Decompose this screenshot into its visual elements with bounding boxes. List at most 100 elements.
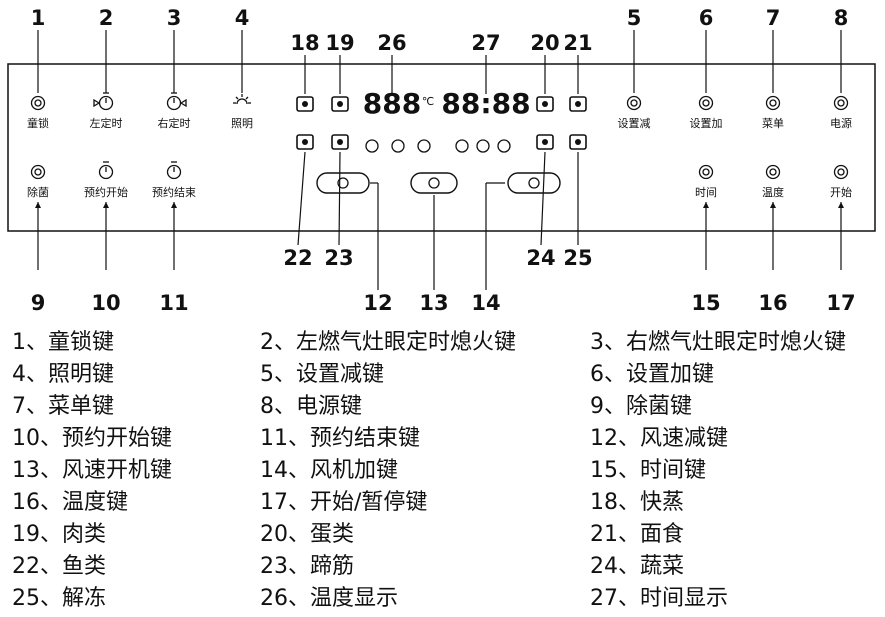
callout-number: 27 xyxy=(471,31,500,55)
arrow-head xyxy=(770,202,776,208)
flame-status-icon xyxy=(476,139,490,153)
callout-number: 24 xyxy=(526,246,555,270)
legend-item: 16、温度键 xyxy=(12,490,128,515)
arrow-head xyxy=(703,202,709,208)
callout-number: 17 xyxy=(826,291,855,315)
callout-number: 15 xyxy=(691,291,720,315)
callout-number: 13 xyxy=(419,291,448,315)
callout-number: 4 xyxy=(235,6,250,30)
legend-item: 3、右燃气灶眼定时熄火键 xyxy=(590,330,846,355)
clock-icon xyxy=(698,164,714,180)
key-label: 照明 xyxy=(231,117,253,130)
legend-item: 14、风机加键 xyxy=(260,458,398,483)
fan-start-key-fan-icon xyxy=(428,177,440,189)
callout-number: 9 xyxy=(31,291,46,315)
fan-speed-down-key-fan-icon xyxy=(337,177,349,189)
egg-mode-icon-dot xyxy=(542,101,548,107)
legend-item: 7、菜单键 xyxy=(12,394,114,419)
fan-speed-up-key-fan-icon xyxy=(528,177,540,189)
legend-item: 23、蹄筋 xyxy=(260,554,354,579)
noodle-mode-icon xyxy=(569,96,587,112)
tendon-mode-icon-dot xyxy=(337,139,343,145)
meat-mode-icon-dot xyxy=(337,101,343,107)
arrow-head xyxy=(35,202,41,208)
callout-number: 18 xyxy=(290,31,319,55)
lock-status-icon xyxy=(365,139,379,153)
legend-item: 8、电源键 xyxy=(260,394,362,419)
thermometer-icon xyxy=(765,164,781,180)
callout-number: 22 xyxy=(283,246,312,270)
legend-item: 26、温度显示 xyxy=(260,586,398,611)
legend-item: 25、解冻 xyxy=(12,586,106,611)
right-burner-status-icon xyxy=(497,139,511,153)
light-icon xyxy=(233,94,251,105)
panel-outline xyxy=(7,63,876,232)
key-label: 除菌 xyxy=(27,185,49,199)
key-label: 预约结束 xyxy=(152,186,196,199)
legend-item: 18、快蒸 xyxy=(590,490,684,515)
right-clock-status-icon xyxy=(417,139,431,153)
callout-number: 19 xyxy=(325,31,354,55)
plus-icon xyxy=(698,95,714,111)
meat-mode-icon xyxy=(331,96,349,112)
legend-item: 2、左燃气灶眼定时熄火键 xyxy=(260,330,516,355)
legend-item: 21、面食 xyxy=(590,522,684,547)
callout-number: 21 xyxy=(563,31,592,55)
callout-number: 10 xyxy=(91,291,120,315)
power-icon xyxy=(833,95,849,111)
callout-number: 1 xyxy=(31,6,46,30)
legend-item: 24、蔬菜 xyxy=(590,554,684,579)
callout-leader xyxy=(297,151,306,246)
key-label: 左定时 xyxy=(90,116,123,130)
minus-icon xyxy=(626,95,642,111)
legend-item: 5、设置减键 xyxy=(260,362,384,387)
callout-number: 14 xyxy=(471,291,500,315)
fan-start-key xyxy=(410,172,458,194)
legend-item: 27、时间显示 xyxy=(590,586,728,611)
arrow-head xyxy=(838,202,844,208)
left-timer-icon xyxy=(93,92,114,111)
callout-number: 11 xyxy=(159,291,188,315)
callout-number: 6 xyxy=(699,6,714,30)
fan-speed-down-key xyxy=(316,172,370,194)
key-label: 预约开始 xyxy=(84,185,128,199)
vegetable-mode-icon-dot xyxy=(542,139,548,145)
legend-item: 22、鱼类 xyxy=(12,554,106,579)
callout-number: 12 xyxy=(363,291,392,315)
callout-leader xyxy=(338,151,341,246)
control-panel-diagram: 童锁1左定时2右定时3照明4设置减5设置加6菜单7电源8除菌9预约开始10预约结… xyxy=(7,6,876,315)
fish-mode-icon-dot xyxy=(302,139,308,145)
thaw-mode-icon xyxy=(569,134,587,150)
callout-number: 5 xyxy=(627,6,642,30)
steam-mode-icon-dot xyxy=(302,101,308,107)
play-icon xyxy=(833,164,849,180)
key-label: 菜单 xyxy=(762,117,784,130)
legend-item: 9、除菌键 xyxy=(590,394,692,419)
callout-number: 2 xyxy=(99,6,114,30)
legend-item: 17、开始/暂停键 xyxy=(260,490,428,515)
legend-item: 6、设置加键 xyxy=(590,362,714,387)
steam-mode-icon xyxy=(296,96,314,112)
legend-item: 19、肉类 xyxy=(12,522,106,547)
tendon-mode-icon xyxy=(331,134,349,150)
reserve-end-icon xyxy=(166,161,182,180)
legend-item: 11、预约结束键 xyxy=(260,426,420,451)
key-label: 童锁 xyxy=(27,116,49,130)
key-label: 开始 xyxy=(830,185,852,199)
sterilize-icon xyxy=(30,164,46,180)
egg-mode-icon xyxy=(536,96,554,112)
callout-number: 8 xyxy=(834,6,849,30)
callout-number: 7 xyxy=(766,6,781,30)
callout-number: 23 xyxy=(324,246,353,270)
thaw-mode-icon-dot xyxy=(575,139,581,145)
vegetable-mode-icon xyxy=(536,134,554,150)
arrow-head xyxy=(103,202,109,208)
callout-number: 3 xyxy=(167,6,182,30)
reserve-start-icon xyxy=(98,161,114,180)
callout-number: 25 xyxy=(563,246,592,270)
legend-item: 13、风速开机键 xyxy=(12,458,172,483)
callout-number: 20 xyxy=(530,31,559,55)
legend-item: 20、蛋类 xyxy=(260,522,354,547)
temperature-unit: ℃ xyxy=(422,95,434,108)
left-burner-status-icon xyxy=(455,139,469,153)
